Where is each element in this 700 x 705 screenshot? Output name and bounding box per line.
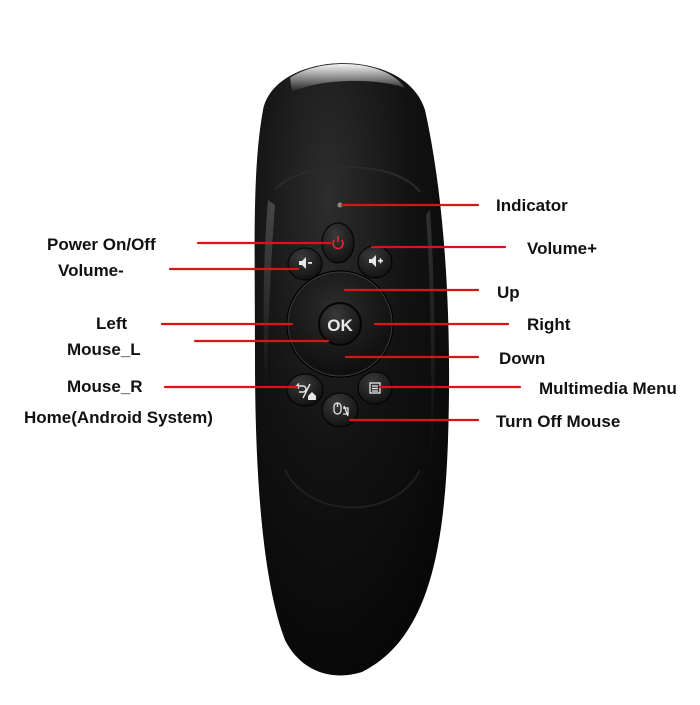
ok-button-label: OK	[327, 316, 353, 335]
left-reflection	[263, 200, 275, 400]
label-down: Down	[499, 349, 546, 368]
label-volume-up: Volume+	[527, 239, 598, 258]
label-indicator: Indicator	[496, 196, 568, 215]
volume-up-icon	[369, 255, 383, 267]
label-volume-down: Volume-	[58, 261, 124, 280]
mouse-off-icon	[333, 402, 349, 417]
label-right: Right	[527, 315, 571, 334]
volume-down-button[interactable]	[287, 247, 323, 281]
top-highlight	[290, 64, 405, 92]
power-icon	[332, 236, 344, 250]
label-multimedia-menu: Multimedia Menu	[539, 379, 677, 398]
mouse-off-button[interactable]	[321, 392, 359, 428]
label-power: Power On/Off	[47, 235, 156, 254]
back-home-button[interactable]	[286, 373, 324, 407]
body-contour	[274, 166, 421, 193]
label-mouse-r: Mouse_R	[67, 377, 143, 396]
label-home: Home(Android System)	[24, 408, 213, 427]
label-left: Left	[96, 314, 128, 333]
volume-down-icon	[299, 257, 312, 269]
label-mouse-l: Mouse_L	[67, 340, 141, 359]
label-up: Up	[497, 283, 520, 302]
leader-lines	[160, 203, 522, 422]
volume-up-button[interactable]	[357, 245, 393, 279]
back-home-icon	[295, 383, 316, 400]
label-turn-off-mouse: Turn Off Mouse	[496, 412, 621, 431]
indicator-led-icon	[337, 202, 343, 208]
body-contour-lower	[284, 469, 421, 509]
right-reflection	[426, 210, 435, 480]
ok-button[interactable]: OK	[318, 302, 362, 346]
